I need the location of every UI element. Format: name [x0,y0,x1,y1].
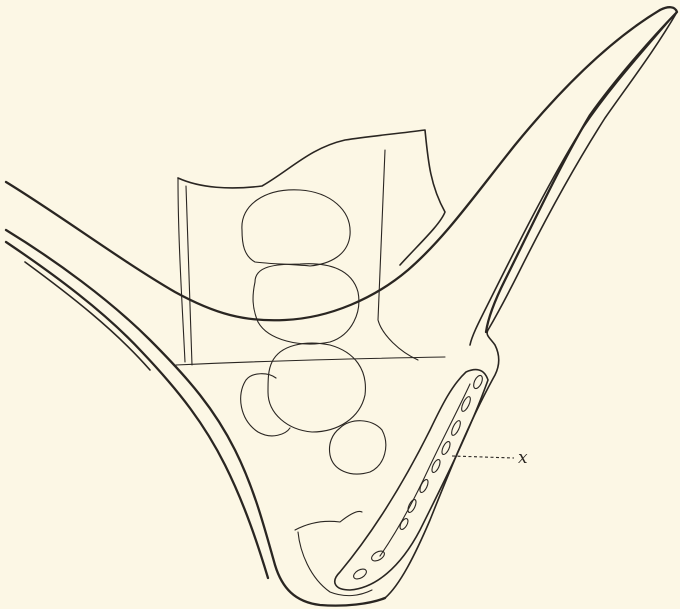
pore [472,374,484,390]
pore [440,440,451,455]
lower-cell-main [268,343,365,432]
lower-cell-right [329,421,385,474]
bottom-notch-line [295,511,362,530]
upper-cell-top [242,190,350,266]
central-block-outline [178,130,445,265]
pore [398,517,409,530]
left-body-third-line [25,262,150,370]
left-body-outer-line [6,230,385,606]
lower-cell-left [241,374,290,436]
left-body-inner-line [6,242,268,578]
label-x: x [518,448,528,468]
central-block-inner-left-edge [186,186,192,365]
bottom-wedge-inner [298,532,372,596]
central-block-cross-line [176,357,445,365]
pore [352,567,368,581]
upper-cell-middle [253,264,359,344]
right-branch-stem-line [385,12,677,598]
strand-pores [352,374,484,581]
pore [460,395,472,412]
central-block-right-edge [378,150,418,360]
strand-outer-left [335,370,488,590]
pore [406,498,417,513]
central-block-left-edge [178,178,185,362]
label-x-leader-line [452,456,514,458]
